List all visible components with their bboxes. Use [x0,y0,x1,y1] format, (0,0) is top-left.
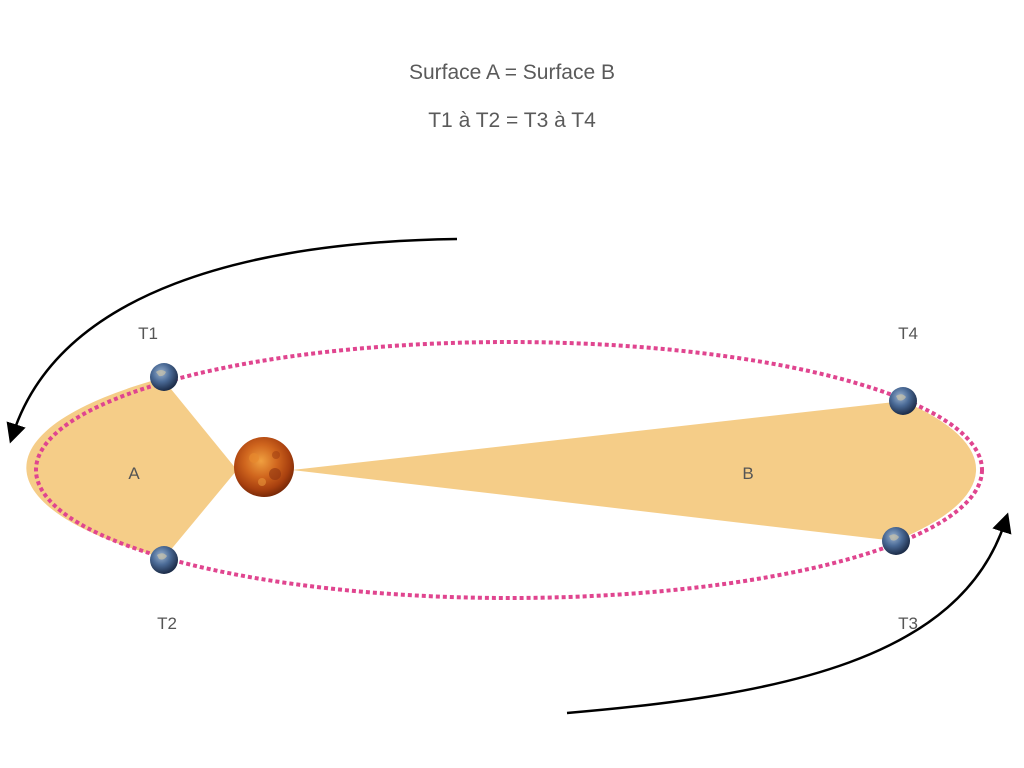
time-equality-statement: T1 à T2 = T3 à T4 [428,109,596,132]
label-t1: T1 [138,324,158,343]
label-t4: T4 [898,324,918,343]
planet-t2 [150,546,178,574]
label-t3: T3 [898,614,918,633]
planet-t1 [150,363,178,391]
swept-area-a [26,378,237,558]
label-t2: T2 [157,614,177,633]
planet-t3 [882,527,910,555]
area-equality-statement: Surface A = Surface B [408,61,616,84]
direction-arrow-top [6,237,458,444]
label-area-b: B [742,464,753,483]
label-area-a: A [128,464,140,483]
orbit-ellipse [34,340,984,600]
direction-arrow-bottom [566,512,1012,715]
swept-area-b [292,401,977,541]
planet-t4 [889,387,917,415]
sun [234,437,294,497]
